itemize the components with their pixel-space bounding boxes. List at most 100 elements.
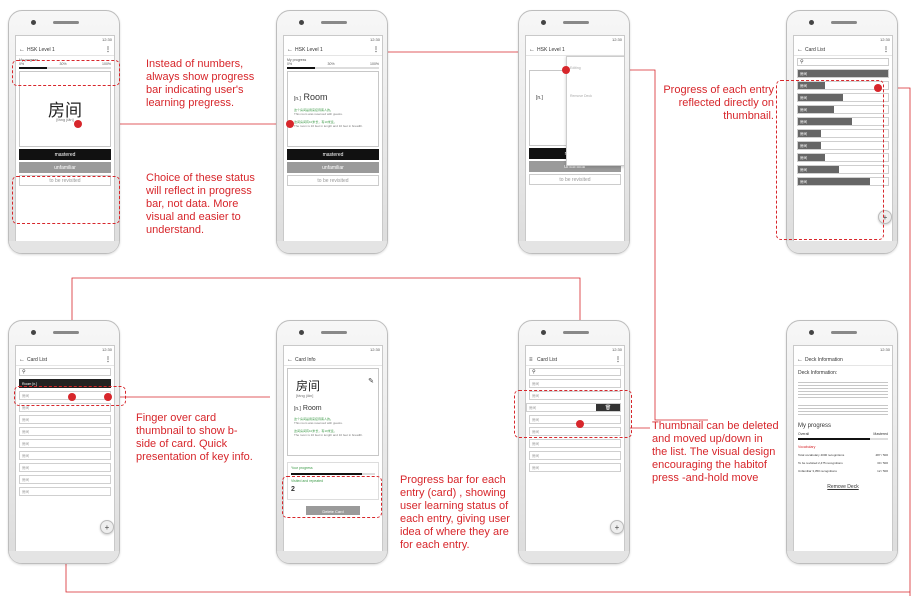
list-item[interactable]: 房间 — [19, 403, 111, 412]
status-bar: 12:30 — [879, 37, 890, 42]
screen: 12:30 ← Card List ⋮ ⚲ 房间房间房间房间房间房间房间房间房间… — [793, 35, 893, 249]
remove-deck-button[interactable]: Remove Deck — [827, 484, 859, 490]
unfamiliar-button[interactable]: unfamiliar — [19, 162, 111, 173]
revisit-button[interactable]: to be revisited — [529, 174, 621, 185]
list-item[interactable]: 房间 — [19, 475, 111, 484]
row-label: 房间 — [22, 466, 29, 470]
card-info-face: 房间 [fáng jiān] ✎ [n.] Room 这个房间是用来接待客人的。… — [287, 368, 379, 456]
row-label: 房间 — [532, 466, 539, 470]
list-item[interactable]: 房间 — [529, 415, 621, 424]
info-word: [n.] Room — [294, 405, 322, 412]
flashcard[interactable]: 房间 [fáng jiān] — [19, 71, 111, 147]
list-item[interactable]: 房间 — [797, 93, 889, 102]
app-bar: ≡ Card List ⋮ — [526, 354, 624, 366]
marker-dot — [74, 120, 82, 128]
list-item[interactable]: 房间 — [797, 165, 889, 174]
revisit-button[interactable]: to be revisited — [19, 175, 111, 186]
flashcard-back[interactable]: [n.] Room 这个房间是用来接待客人的。 This room was re… — [287, 71, 379, 147]
list-item-swiped[interactable]: 房间 🗑 — [526, 403, 621, 412]
overflow-menu-icon[interactable]: ⋮ — [615, 357, 621, 363]
status-bar: 12:30 — [879, 347, 890, 352]
row-label: 房间 — [532, 442, 539, 446]
back-arrow-icon[interactable]: ← — [19, 356, 25, 363]
overflow-menu-icon[interactable]: ⋮ — [105, 357, 111, 363]
row-label: 房间 — [800, 72, 807, 76]
back-arrow-icon[interactable]: ← — [287, 356, 293, 363]
phone-menu: 12:30 ← HSK Level 1 [n.] mastered unfami… — [518, 10, 630, 254]
list-item[interactable]: 房间 — [19, 451, 111, 460]
entry-progress-bar — [291, 473, 375, 475]
list-item[interactable]: 房间 — [797, 117, 889, 126]
list-item[interactable]: 房间 — [797, 153, 889, 162]
overflow-menu-icon[interactable]: ⋮ — [105, 47, 111, 53]
row-label: 房间 — [22, 394, 29, 398]
camera — [299, 330, 304, 335]
add-card-button[interactable]: + — [610, 520, 624, 534]
example2-en: The room is 10 feet in length and 10 fee… — [294, 124, 363, 128]
list-item[interactable]: 房间 — [19, 487, 111, 496]
list-item[interactable]: 房间 — [529, 451, 621, 460]
search-input[interactable]: ⚲ — [797, 58, 889, 66]
stat-value: 487 / 500 — [875, 453, 888, 457]
app-bar: ← HSK Level 1 ⋮ — [16, 44, 114, 56]
app-bar: ← Card List ⋮ — [794, 44, 892, 56]
back-arrow-icon[interactable]: ← — [797, 356, 803, 363]
list-item[interactable]: 房间 — [797, 141, 889, 150]
overflow-menu-icon[interactable]: ⋮ — [373, 47, 379, 53]
list-item[interactable]: 房间 — [529, 463, 621, 472]
list-item[interactable]: 房间 — [19, 427, 111, 436]
list-item-hover[interactable]: Room [n.] — [19, 379, 111, 388]
row-label: 房间 — [532, 454, 539, 458]
tick-100: 100% — [370, 62, 379, 66]
back-arrow-icon[interactable]: ← — [797, 46, 803, 53]
row-label: 房间 — [532, 418, 539, 422]
list-item[interactable]: 房间 — [797, 69, 889, 78]
marker-dot — [286, 120, 294, 128]
back-arrow-icon[interactable]: ← — [19, 46, 25, 53]
list-item[interactable]: 房间 — [19, 415, 111, 424]
phone-chin — [9, 551, 119, 563]
example1-cn: 这个房间是用来接待客人的。 — [294, 417, 334, 421]
menu-item-remove-deck[interactable]: Remove Deck — [570, 94, 592, 98]
your-progress-label: Your progress — [291, 466, 313, 470]
info-pinyin: [fáng jiān] — [296, 393, 314, 398]
search-input[interactable]: ⚲ — [19, 368, 111, 376]
note-thumbnail-progress: Progress of each entry reflected directl… — [663, 84, 774, 122]
phone-card-list-delete: 12:30 ≡ Card List ⋮ ⚲ 房间 房间 房间 🗑 房间 房间 房… — [518, 320, 630, 564]
list-item[interactable]: 房间 — [797, 177, 889, 186]
revisit-label: Visited and repeated — [291, 479, 324, 483]
overflow-menu-icon[interactable]: ⋮ — [883, 47, 889, 53]
menu-item-editing[interactable]: Editing — [570, 66, 581, 70]
list-item[interactable]: 房间 — [19, 439, 111, 448]
screen: 12:30 ← Card List ⋮ ⚲ Room [n.] 房间房间房间房间… — [15, 345, 115, 559]
edit-pencil-icon[interactable]: ✎ — [368, 378, 374, 385]
app-title: HSK Level 1 — [27, 46, 55, 53]
list-item[interactable]: 房间 — [797, 129, 889, 138]
list-item[interactable]: 房间 — [19, 463, 111, 472]
note-status-choice: Choice of these status will reflect in p… — [146, 172, 255, 236]
entry-progress-thumbnail — [798, 178, 870, 185]
list-item[interactable]: 房间 — [797, 105, 889, 114]
back-arrow-icon[interactable]: ← — [287, 46, 293, 53]
list-item[interactable]: 房间 — [529, 391, 621, 400]
word: Room — [303, 92, 328, 102]
list-item[interactable]: 房间 — [529, 439, 621, 448]
list-item[interactable]: 房间 — [529, 427, 621, 436]
mastered-button[interactable]: mastered — [19, 149, 111, 160]
back-arrow-icon[interactable]: ← — [529, 46, 535, 53]
phone-chin — [787, 241, 897, 253]
mastered-button[interactable]: mastered — [287, 149, 379, 160]
delete-trash-icon[interactable]: 🗑 — [596, 404, 620, 411]
delete-card-button[interactable]: Delete Card — [306, 506, 360, 515]
search-input[interactable]: ⚲ — [529, 368, 621, 376]
menu-icon[interactable]: ≡ — [529, 356, 533, 363]
app-bar: ← Card Info — [284, 354, 382, 366]
revisit-button[interactable]: to be revisited — [287, 175, 379, 186]
add-card-button[interactable]: + — [100, 520, 114, 534]
list-item[interactable]: 房间 — [529, 379, 621, 388]
unfamiliar-button[interactable]: unfamiliar — [287, 162, 379, 173]
add-card-button[interactable]: + — [878, 210, 892, 224]
list-item[interactable]: 房间 — [797, 81, 889, 90]
row-label: 房间 — [22, 442, 29, 446]
